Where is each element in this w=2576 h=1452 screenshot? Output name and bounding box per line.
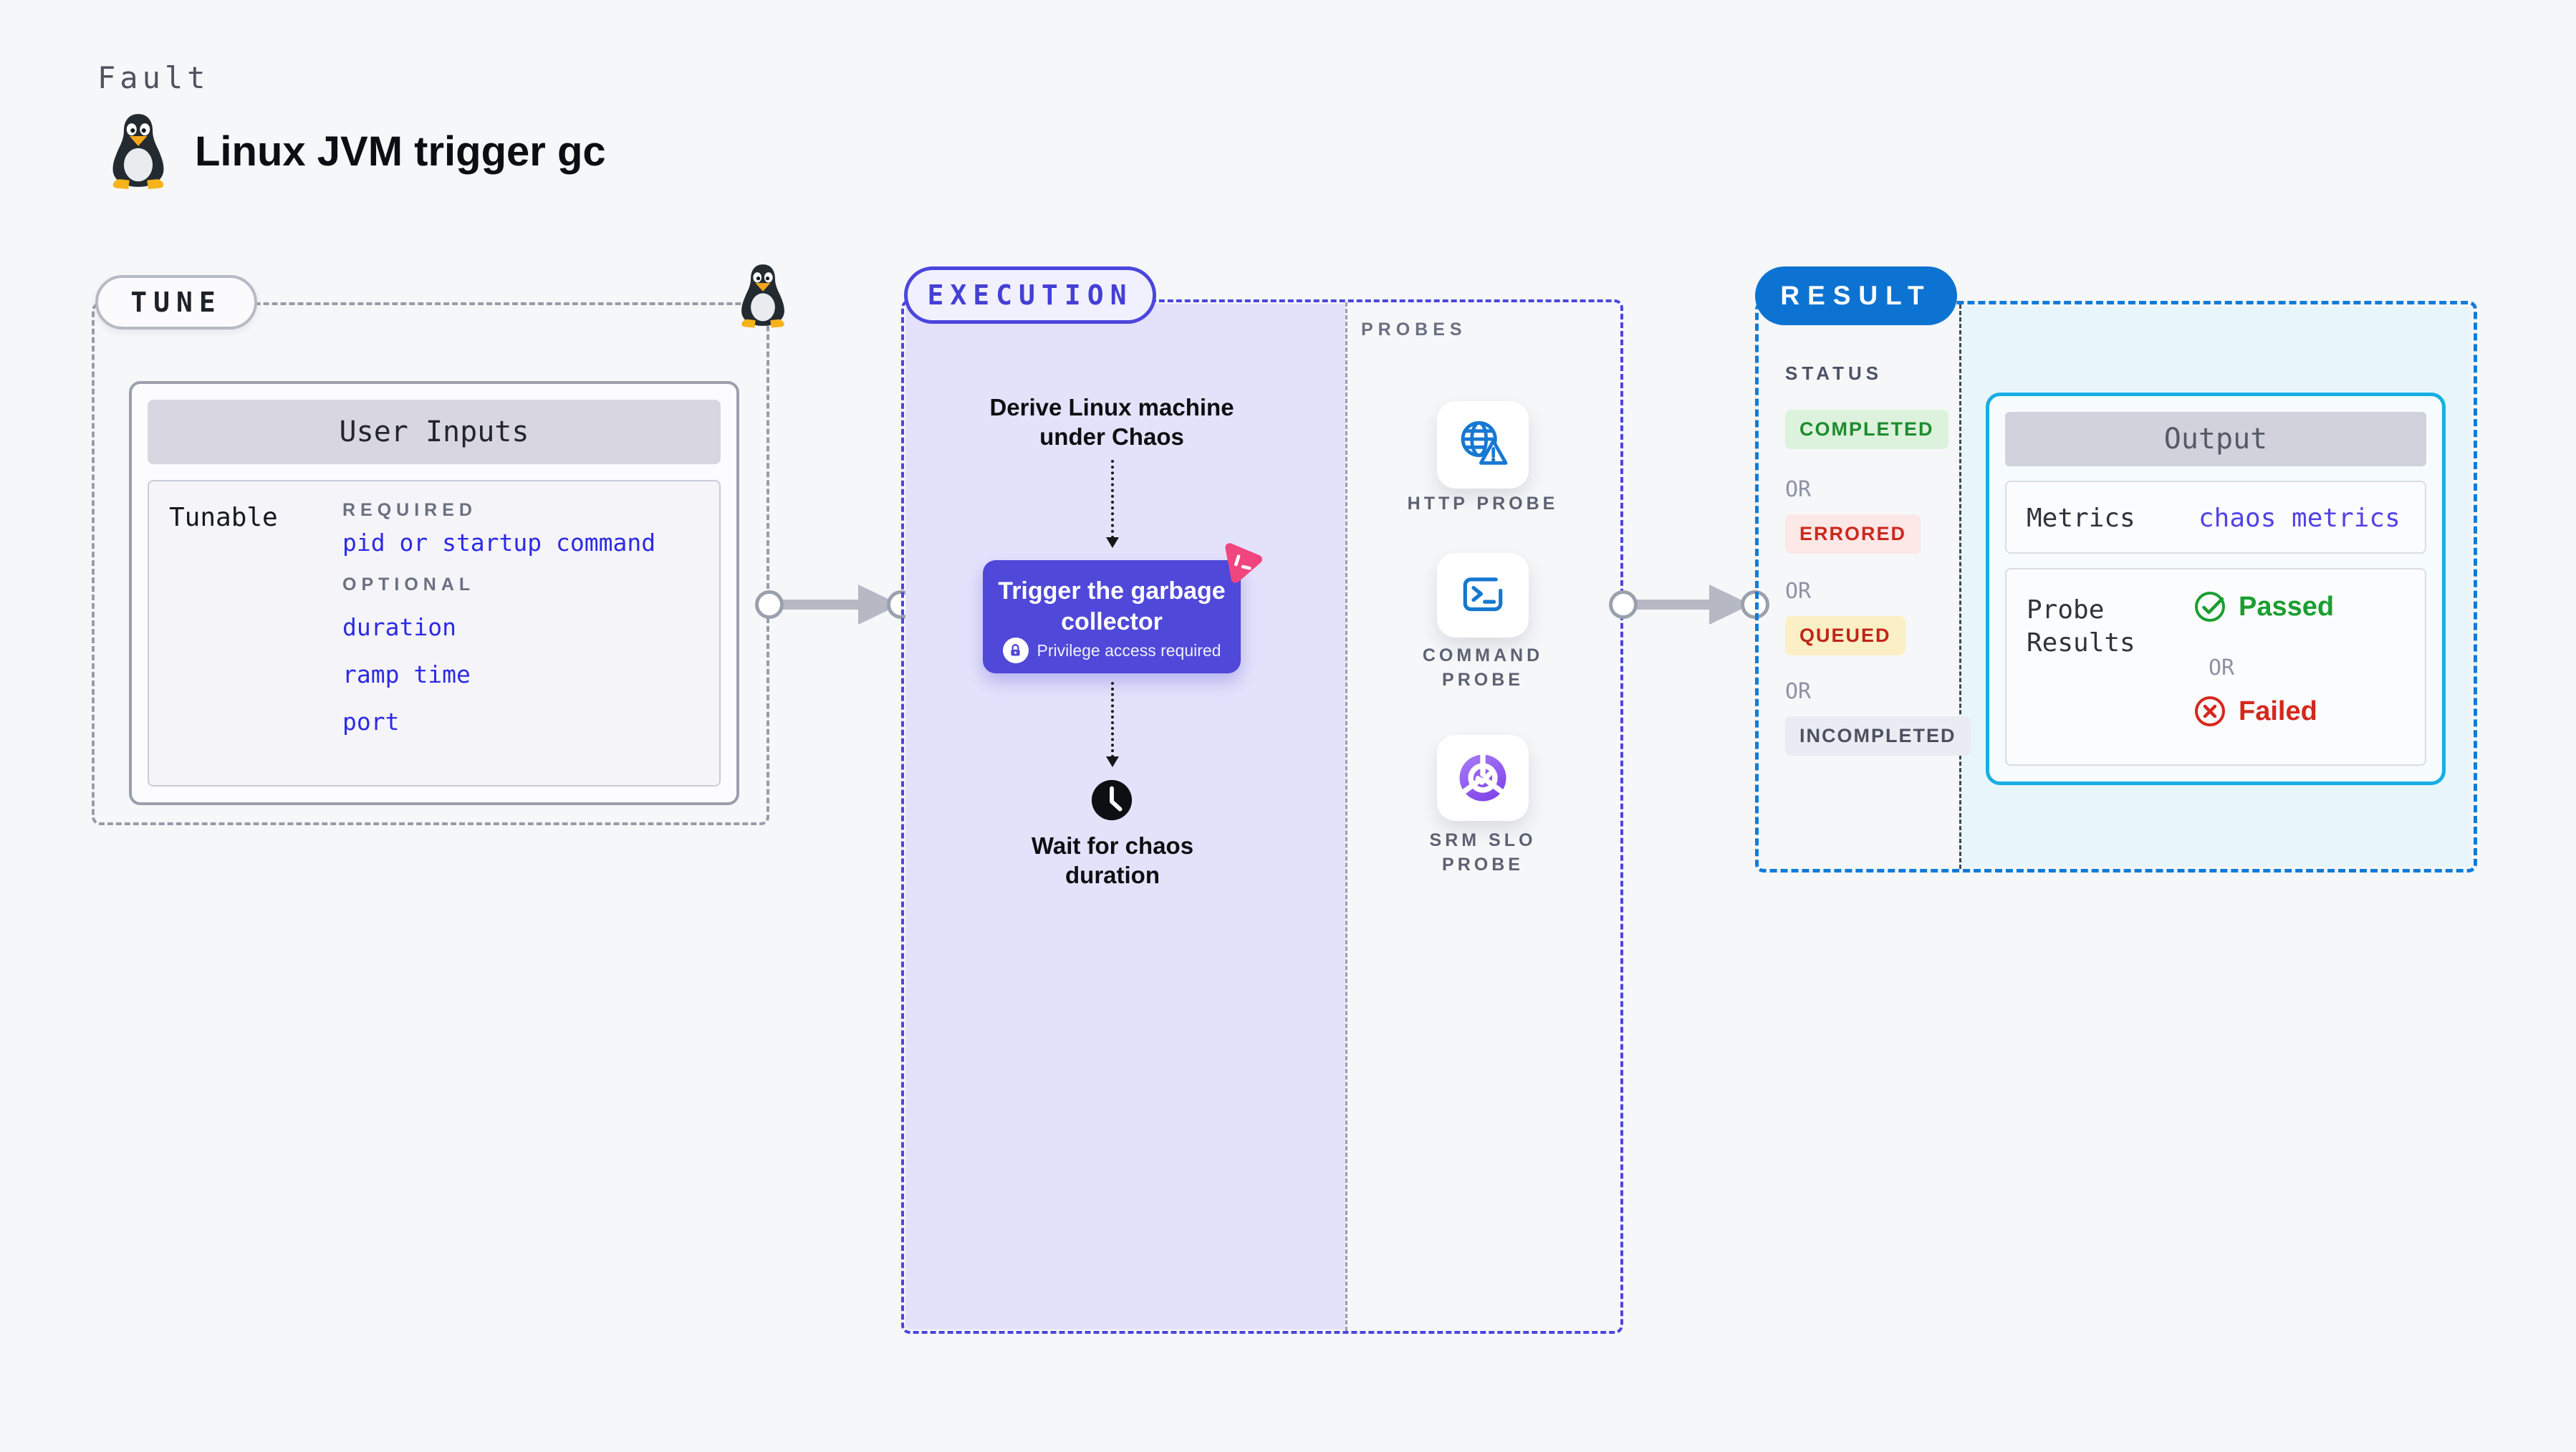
tunable-link-pid[interactable]: pid or startup command [342,529,656,557]
derive-step-label: Derive Linux machine under Chaos [989,394,1234,450]
slo-chart-icon [1459,751,1506,802]
http-probe-card[interactable] [1437,401,1529,489]
flow-arrow-head [1106,756,1119,767]
srm-slo-probe-card[interactable] [1437,735,1529,821]
exec-result-arrow-line [1633,600,1714,610]
command-probe-label: COMMAND PROBE [1422,645,1544,690]
http-probe-label: HTTP PROBE [1407,494,1559,514]
privilege-note: Privilege access required [1037,640,1221,660]
tune-pill: TUNE [95,275,257,330]
tune-exec-arrow-line [779,600,864,610]
fault-eyebrow: Fault [97,60,210,95]
status-badge-incompleted: INCOMPLETED [1785,716,1971,756]
probe-results-row: Probe Results Passed OR Failed [2005,568,2426,766]
probes-divider [1345,302,1347,1331]
trigger-gc-button[interactable]: Trigger the garbage collector Privilege … [983,560,1241,673]
tunable-link-ramp-time[interactable]: ramp time [342,660,471,688]
or-separator: OR [1785,579,1812,604]
srm-slo-probe-label: SRM SLO PROBE [1429,830,1537,875]
metrics-row: Metrics chaos metrics [2005,481,2426,554]
chaos-experiment-icon [1213,539,1265,587]
failed-label: Failed [2239,696,2317,726]
execution-pill: EXECUTION [904,266,1156,324]
tune-section [92,302,769,825]
wait-step-label: Wait for chaos duration [1031,832,1194,888]
passed-label: Passed [2239,591,2335,622]
tux-penguin-icon [105,112,172,189]
status-heading: STATUS [1785,362,1883,384]
tunable-link-duration[interactable]: duration [342,613,456,641]
flow-dotted-connector [1111,682,1114,758]
connector-dot [755,590,784,619]
status-badge-queued: QUEUED [1785,616,1905,655]
clock-icon [1090,778,1134,822]
or-separator: OR [2209,655,2235,681]
user-inputs-card: User Inputs Tunable REQUIRED pid or star… [129,381,739,805]
trigger-gc-label: Trigger the garbage collector [998,577,1226,635]
required-heading: REQUIRED [342,500,477,520]
status-divider [1959,304,1961,869]
tux-penguin-corner-icon [735,259,791,331]
result-pill: RESULT [1755,266,1957,325]
status-badge-completed: COMPLETED [1785,410,1948,449]
page-title: Linux JVM trigger gc [195,128,606,175]
execution-panel [905,304,1345,1330]
command-probe-card[interactable] [1437,553,1529,638]
tunable-row-label: Tunable [169,503,278,532]
connector-dot [1609,590,1638,619]
or-separator: OR [1785,679,1812,704]
probes-heading: PROBES [1361,319,1467,340]
optional-heading: OPTIONAL [342,574,476,595]
tunable-link-port[interactable]: port [342,708,400,736]
flow-dotted-connector [1111,460,1114,539]
flow-arrow-head [1106,537,1119,548]
terminal-icon [1463,577,1503,612]
execution-section [901,299,1623,1334]
output-title: Output [2005,412,2426,466]
metrics-label: Metrics [2027,504,2135,533]
probe-results-label: Probe Results [2027,595,2135,658]
output-card: Output Metrics chaos metrics Probe Resul… [1986,393,2446,785]
user-inputs-title: User Inputs [148,400,721,464]
metrics-value-link[interactable]: chaos metrics [2198,504,2400,533]
status-badge-errored: ERRORED [1785,514,1921,554]
lock-icon [1002,638,1029,663]
globe-alert-icon [1461,420,1508,465]
tunables-panel: Tunable REQUIRED pid or startup command … [148,480,721,787]
failed-x-icon [2195,696,2225,726]
or-separator: OR [1785,477,1812,502]
passed-check-icon [2195,592,2225,622]
